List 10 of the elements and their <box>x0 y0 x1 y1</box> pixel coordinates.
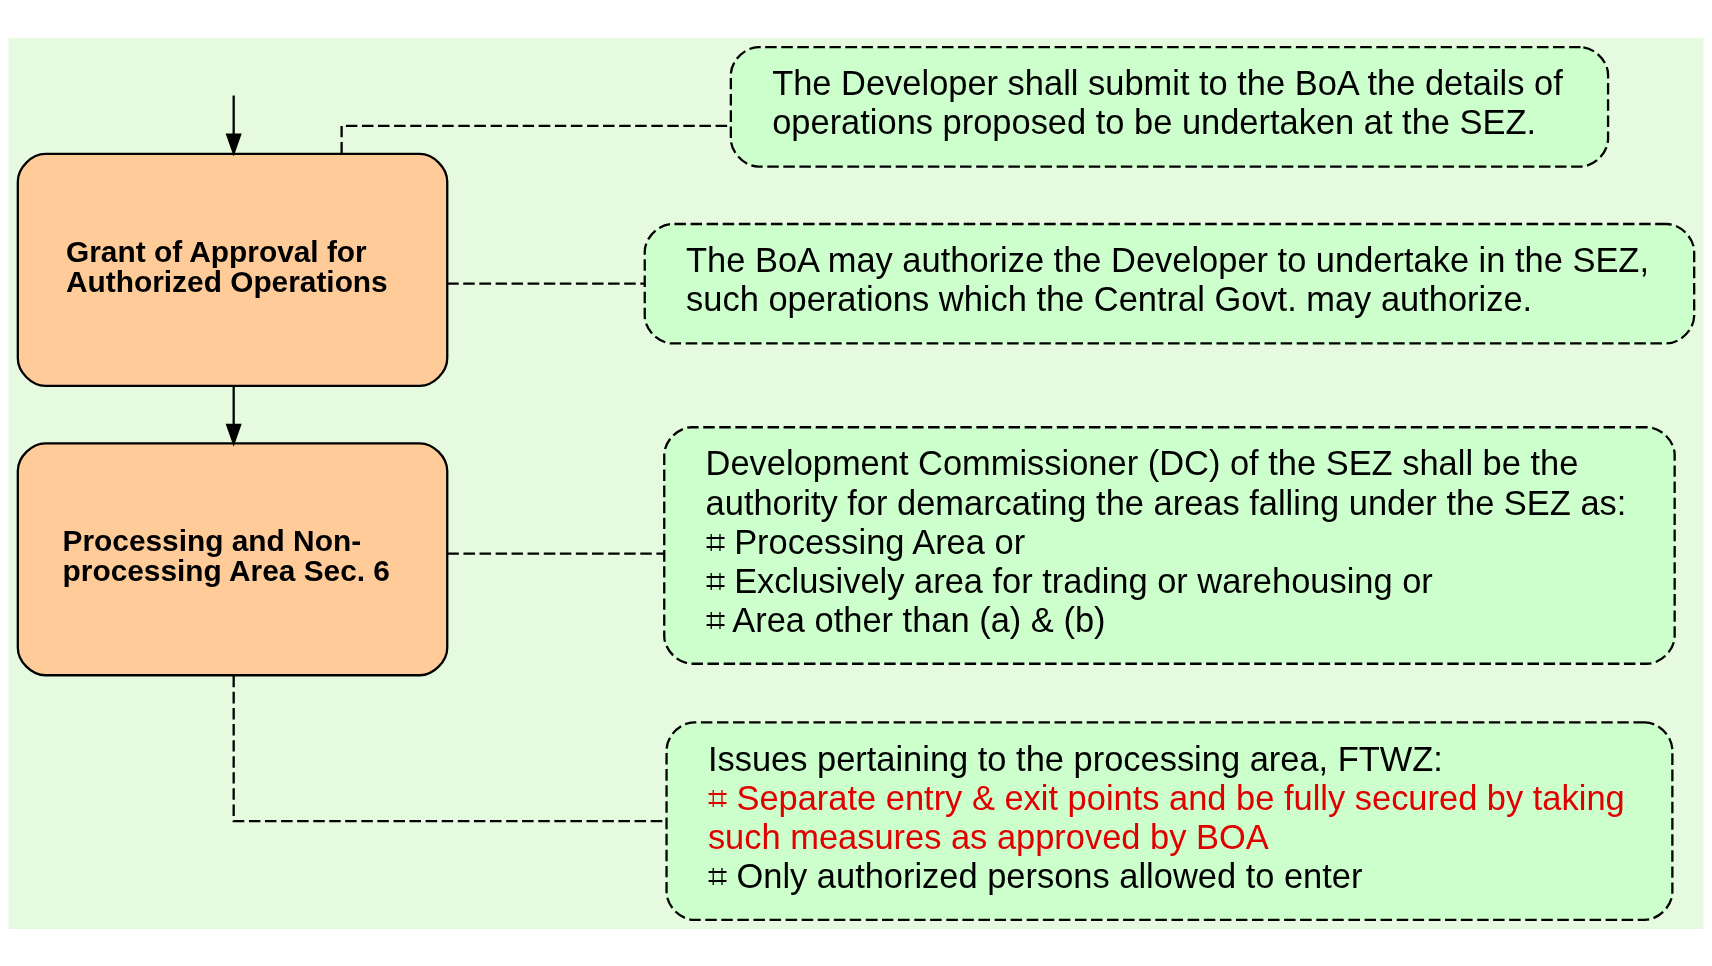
node-box: Processing and Non-processing Area Sec. 6 <box>16 441 449 676</box>
connector <box>447 551 664 555</box>
arrow <box>225 385 242 447</box>
node-box: Issues pertaining to the processing area, FTWZ: ⌗ Separate entry & exit points and be fully secured by taking such measures as approved by BOA ⌗ Only authorized persons allowed to enter <box>665 720 1674 921</box>
node-box: Grant of Approval for Authorized Operations <box>16 152 449 387</box>
node-box: The Developer shall submit to the BoA the details of operations proposed to be undertaken at the SEZ. <box>729 45 1610 168</box>
connector <box>447 282 644 285</box>
node-box: The BoA may authorize the Developer to undertake in the SEZ, such operations which the Central Govt. may authorize. <box>643 222 1696 345</box>
node-box: Development Commissioner (DC) of the SEZ shall be the authority for demarcating the areas falling under the SEZ as: ⌗ Processing Area or ⌗ Exclusively area for trading or warehousing or ⌗ Area other than (a) & (b) <box>663 425 1676 665</box>
arrow <box>225 95 242 157</box>
